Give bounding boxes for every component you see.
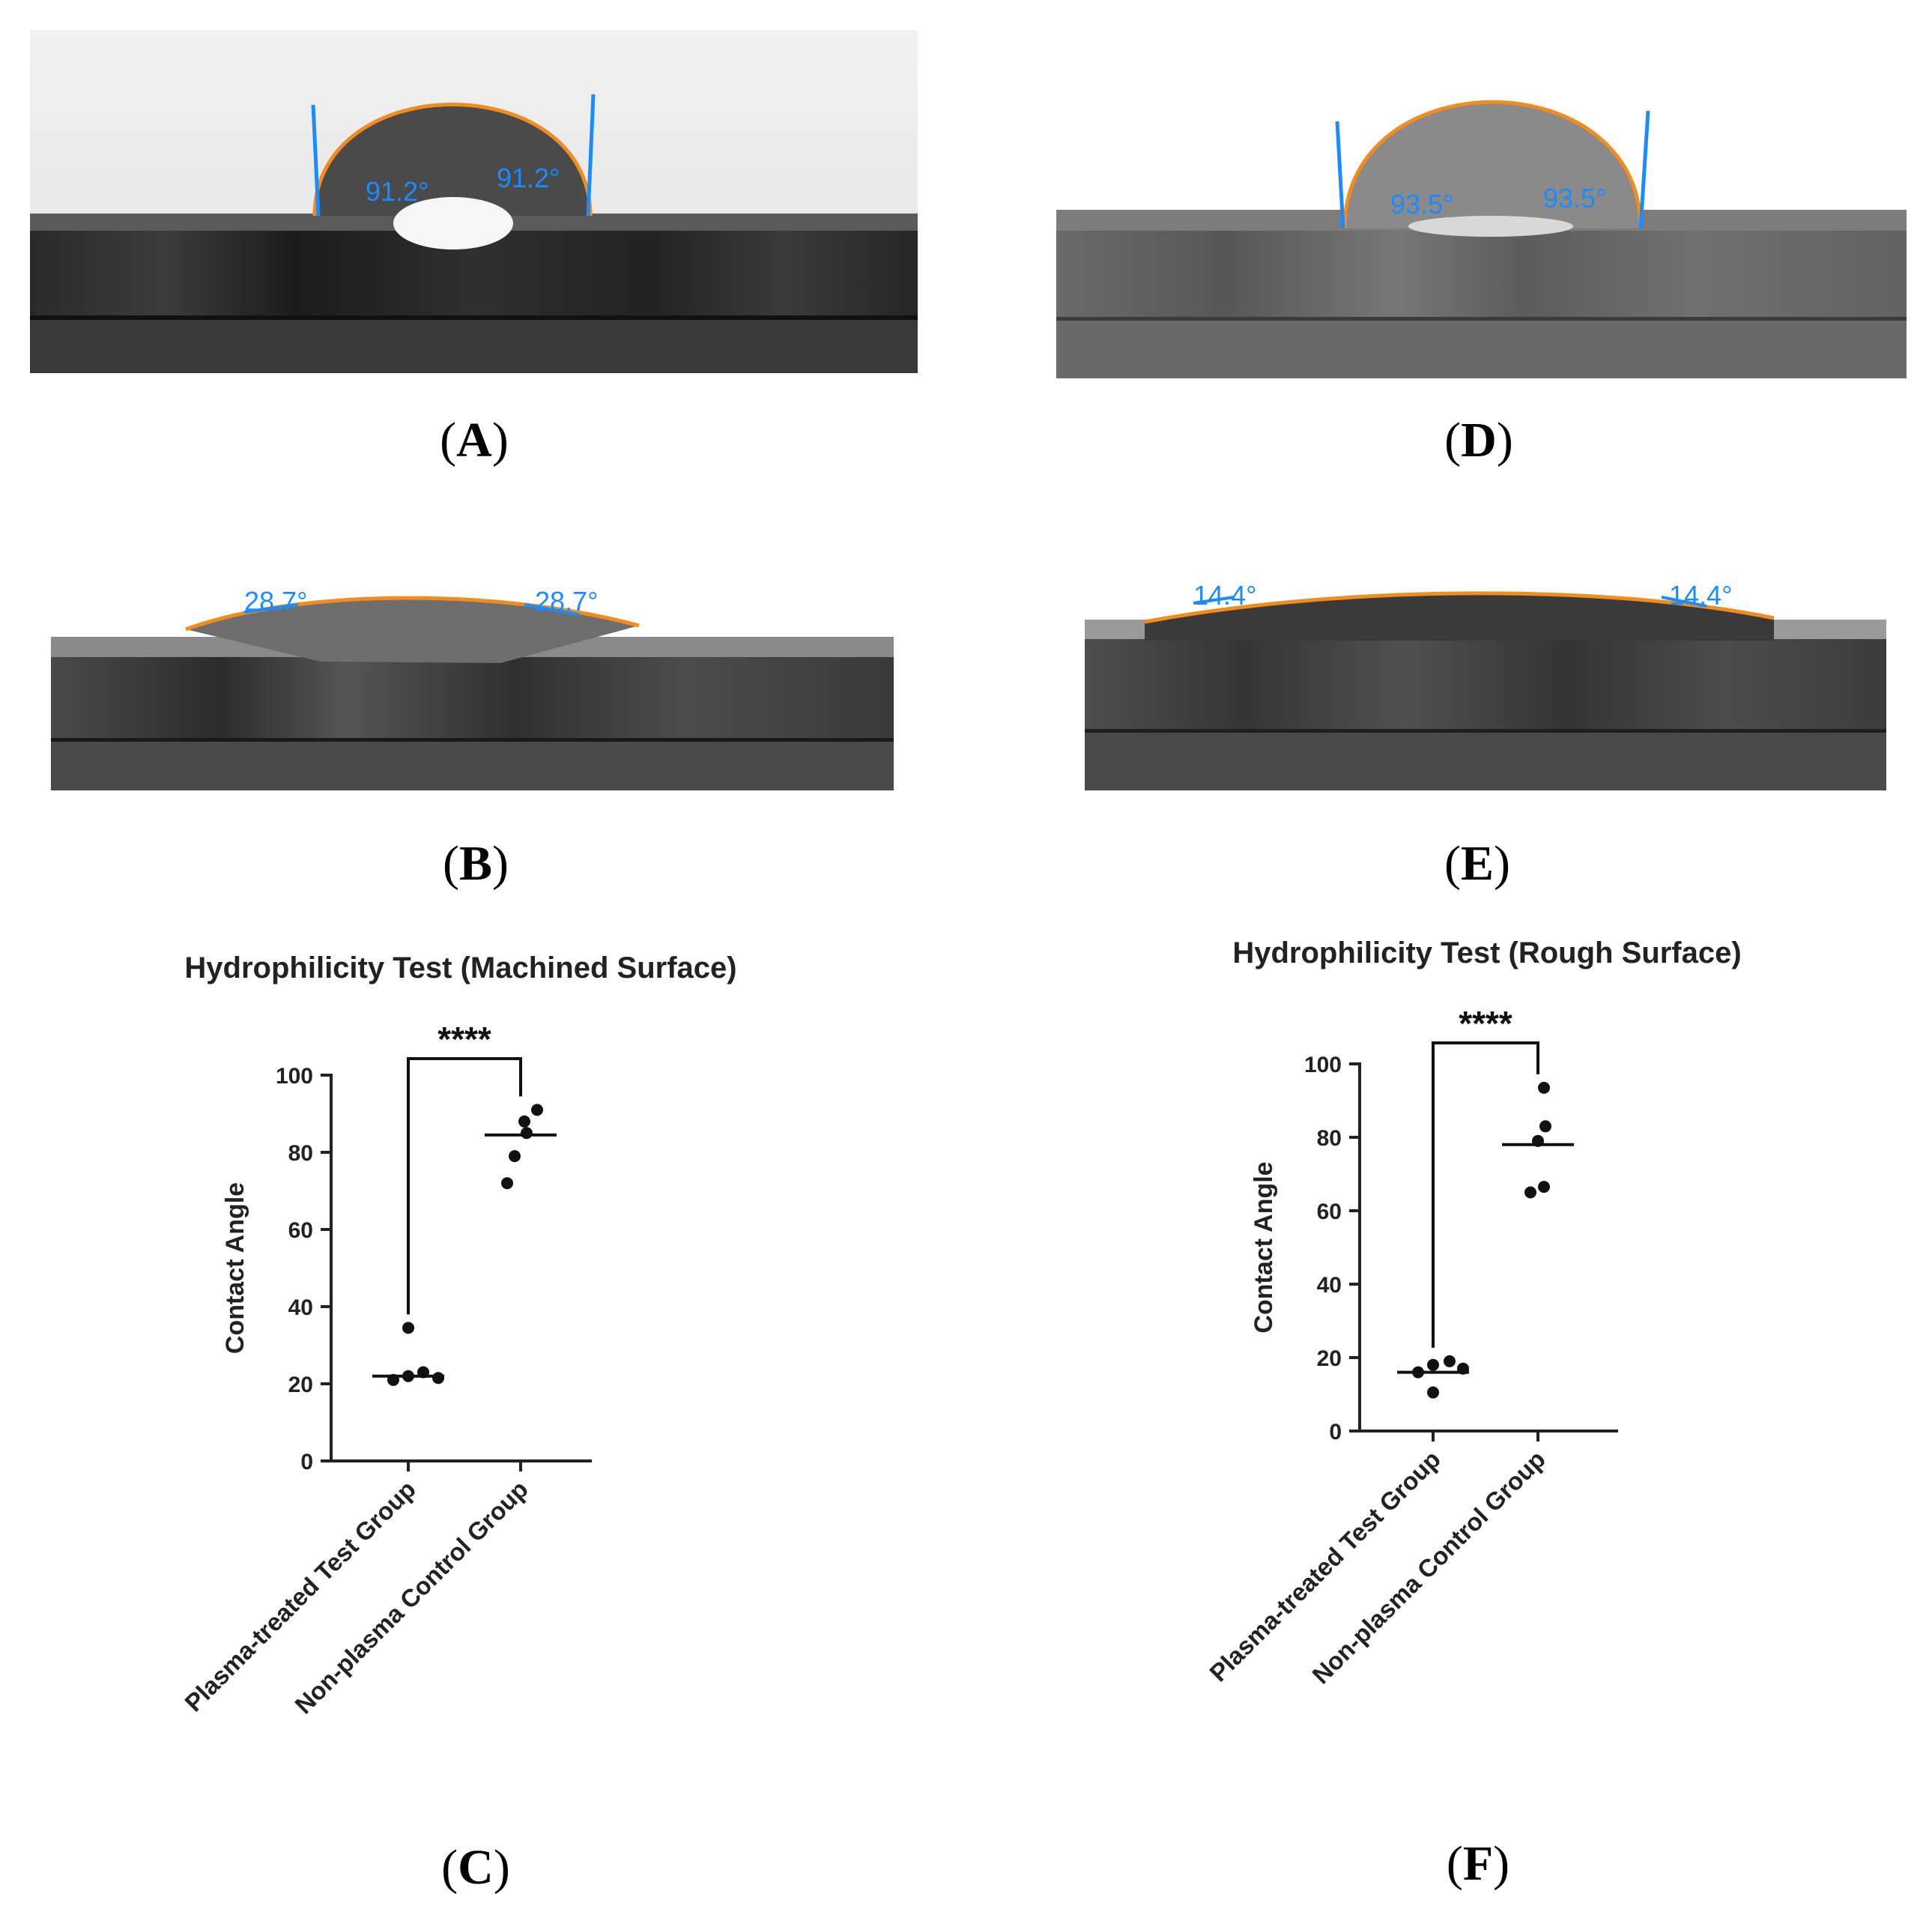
photo-panel-a: 91.2° 91.2° <box>30 30 918 373</box>
contact-line-left <box>311 104 321 217</box>
y-tick-label: 80 <box>1317 1126 1342 1151</box>
photo-panel-b: 28.7° 28.7° <box>51 573 894 790</box>
angle-label-left: 14.4° <box>1193 580 1256 611</box>
contact-line-left <box>1335 121 1345 229</box>
contact-line-right <box>524 603 580 616</box>
water-droplet <box>1345 102 1641 229</box>
significance-bracket <box>1432 1041 1539 1348</box>
y-tick-label: 0 <box>1329 1420 1342 1444</box>
category-label: Plasma-treated Test Group <box>179 1475 421 1717</box>
y-tick-label: 0 <box>300 1450 313 1474</box>
y-tick-label: 100 <box>276 1064 313 1089</box>
data-point <box>1524 1186 1536 1199</box>
y-tick-label: 80 <box>288 1141 313 1166</box>
chart-rough-surface: Hydrophilicity Test (Rough Surface) 0 20 40… <box>1204 937 1741 1689</box>
panel-label-a: (A) <box>440 413 509 468</box>
water-droplet <box>1145 593 1774 641</box>
angle-label-right: 91.2° <box>497 163 560 193</box>
y-tick-label: 60 <box>288 1218 313 1243</box>
y-axis-label: Contact Angle <box>221 1182 249 1354</box>
data-point <box>521 1127 533 1140</box>
significance-stars: **** <box>1459 1004 1512 1043</box>
angle-label-right: 14.4° <box>1669 580 1732 611</box>
data-point <box>501 1177 513 1190</box>
data-point <box>432 1372 444 1385</box>
data-point <box>1427 1386 1439 1399</box>
data-point <box>509 1150 521 1163</box>
water-droplet <box>315 104 590 216</box>
angle-label-left: 93.5° <box>1390 189 1453 220</box>
contact-line-right <box>1661 596 1707 608</box>
data-point <box>1427 1358 1439 1371</box>
angle-label-left: 28.7° <box>244 586 307 617</box>
contact-line-left <box>1193 596 1235 605</box>
data-point <box>1538 1181 1550 1194</box>
panel-label-c: (C) <box>441 1840 510 1895</box>
panel-label-b: (B) <box>443 836 509 891</box>
water-droplet <box>186 598 639 663</box>
y-tick-label: 40 <box>1317 1273 1342 1298</box>
photo-panel-e: 14.4° 14.4° <box>1085 573 1886 790</box>
panel-label-e: (E) <box>1444 836 1510 891</box>
y-tick-label: 60 <box>1317 1199 1342 1224</box>
y-axis-label: Contact Angle <box>1250 1161 1278 1333</box>
angle-label-right: 28.7° <box>535 586 598 617</box>
photo-panel-d: 93.5° 93.5° <box>1056 30 1907 378</box>
data-point <box>531 1104 543 1116</box>
angle-label-right: 93.5° <box>1543 183 1606 214</box>
category-label: Non-plasma Control Group <box>289 1475 533 1719</box>
data-point <box>1444 1355 1456 1367</box>
angle-label-left: 91.2° <box>366 176 429 207</box>
y-tick-label: 40 <box>288 1295 313 1320</box>
drop-outline <box>312 103 593 217</box>
significance-bracket <box>407 1057 522 1315</box>
chart-title: Hydrophilicity Test (Rough Surface) <box>1232 937 1741 969</box>
data-point <box>1538 1081 1550 1094</box>
y-tick-label: 20 <box>288 1373 313 1397</box>
drop-outline <box>1342 100 1643 229</box>
contact-line-right <box>586 94 596 217</box>
panel-label-d: (D) <box>1444 413 1513 468</box>
significance-stars: **** <box>437 1020 491 1059</box>
y-tick-label: 100 <box>1304 1053 1342 1077</box>
chart-title: Hydrophilicity Test (Machined Surface) <box>184 952 736 984</box>
contact-line-left <box>243 603 299 614</box>
chart-machined-surface: Hydrophilicity Test (Machined Surface) 0 2… <box>179 952 736 1719</box>
data-point <box>1539 1120 1551 1133</box>
data-point <box>402 1322 414 1334</box>
panel-label-f: (F) <box>1446 1836 1510 1891</box>
drop-outline <box>185 596 640 632</box>
y-tick-label: 20 <box>1317 1346 1342 1371</box>
contact-line-right <box>1638 110 1650 229</box>
data-point <box>518 1115 530 1128</box>
